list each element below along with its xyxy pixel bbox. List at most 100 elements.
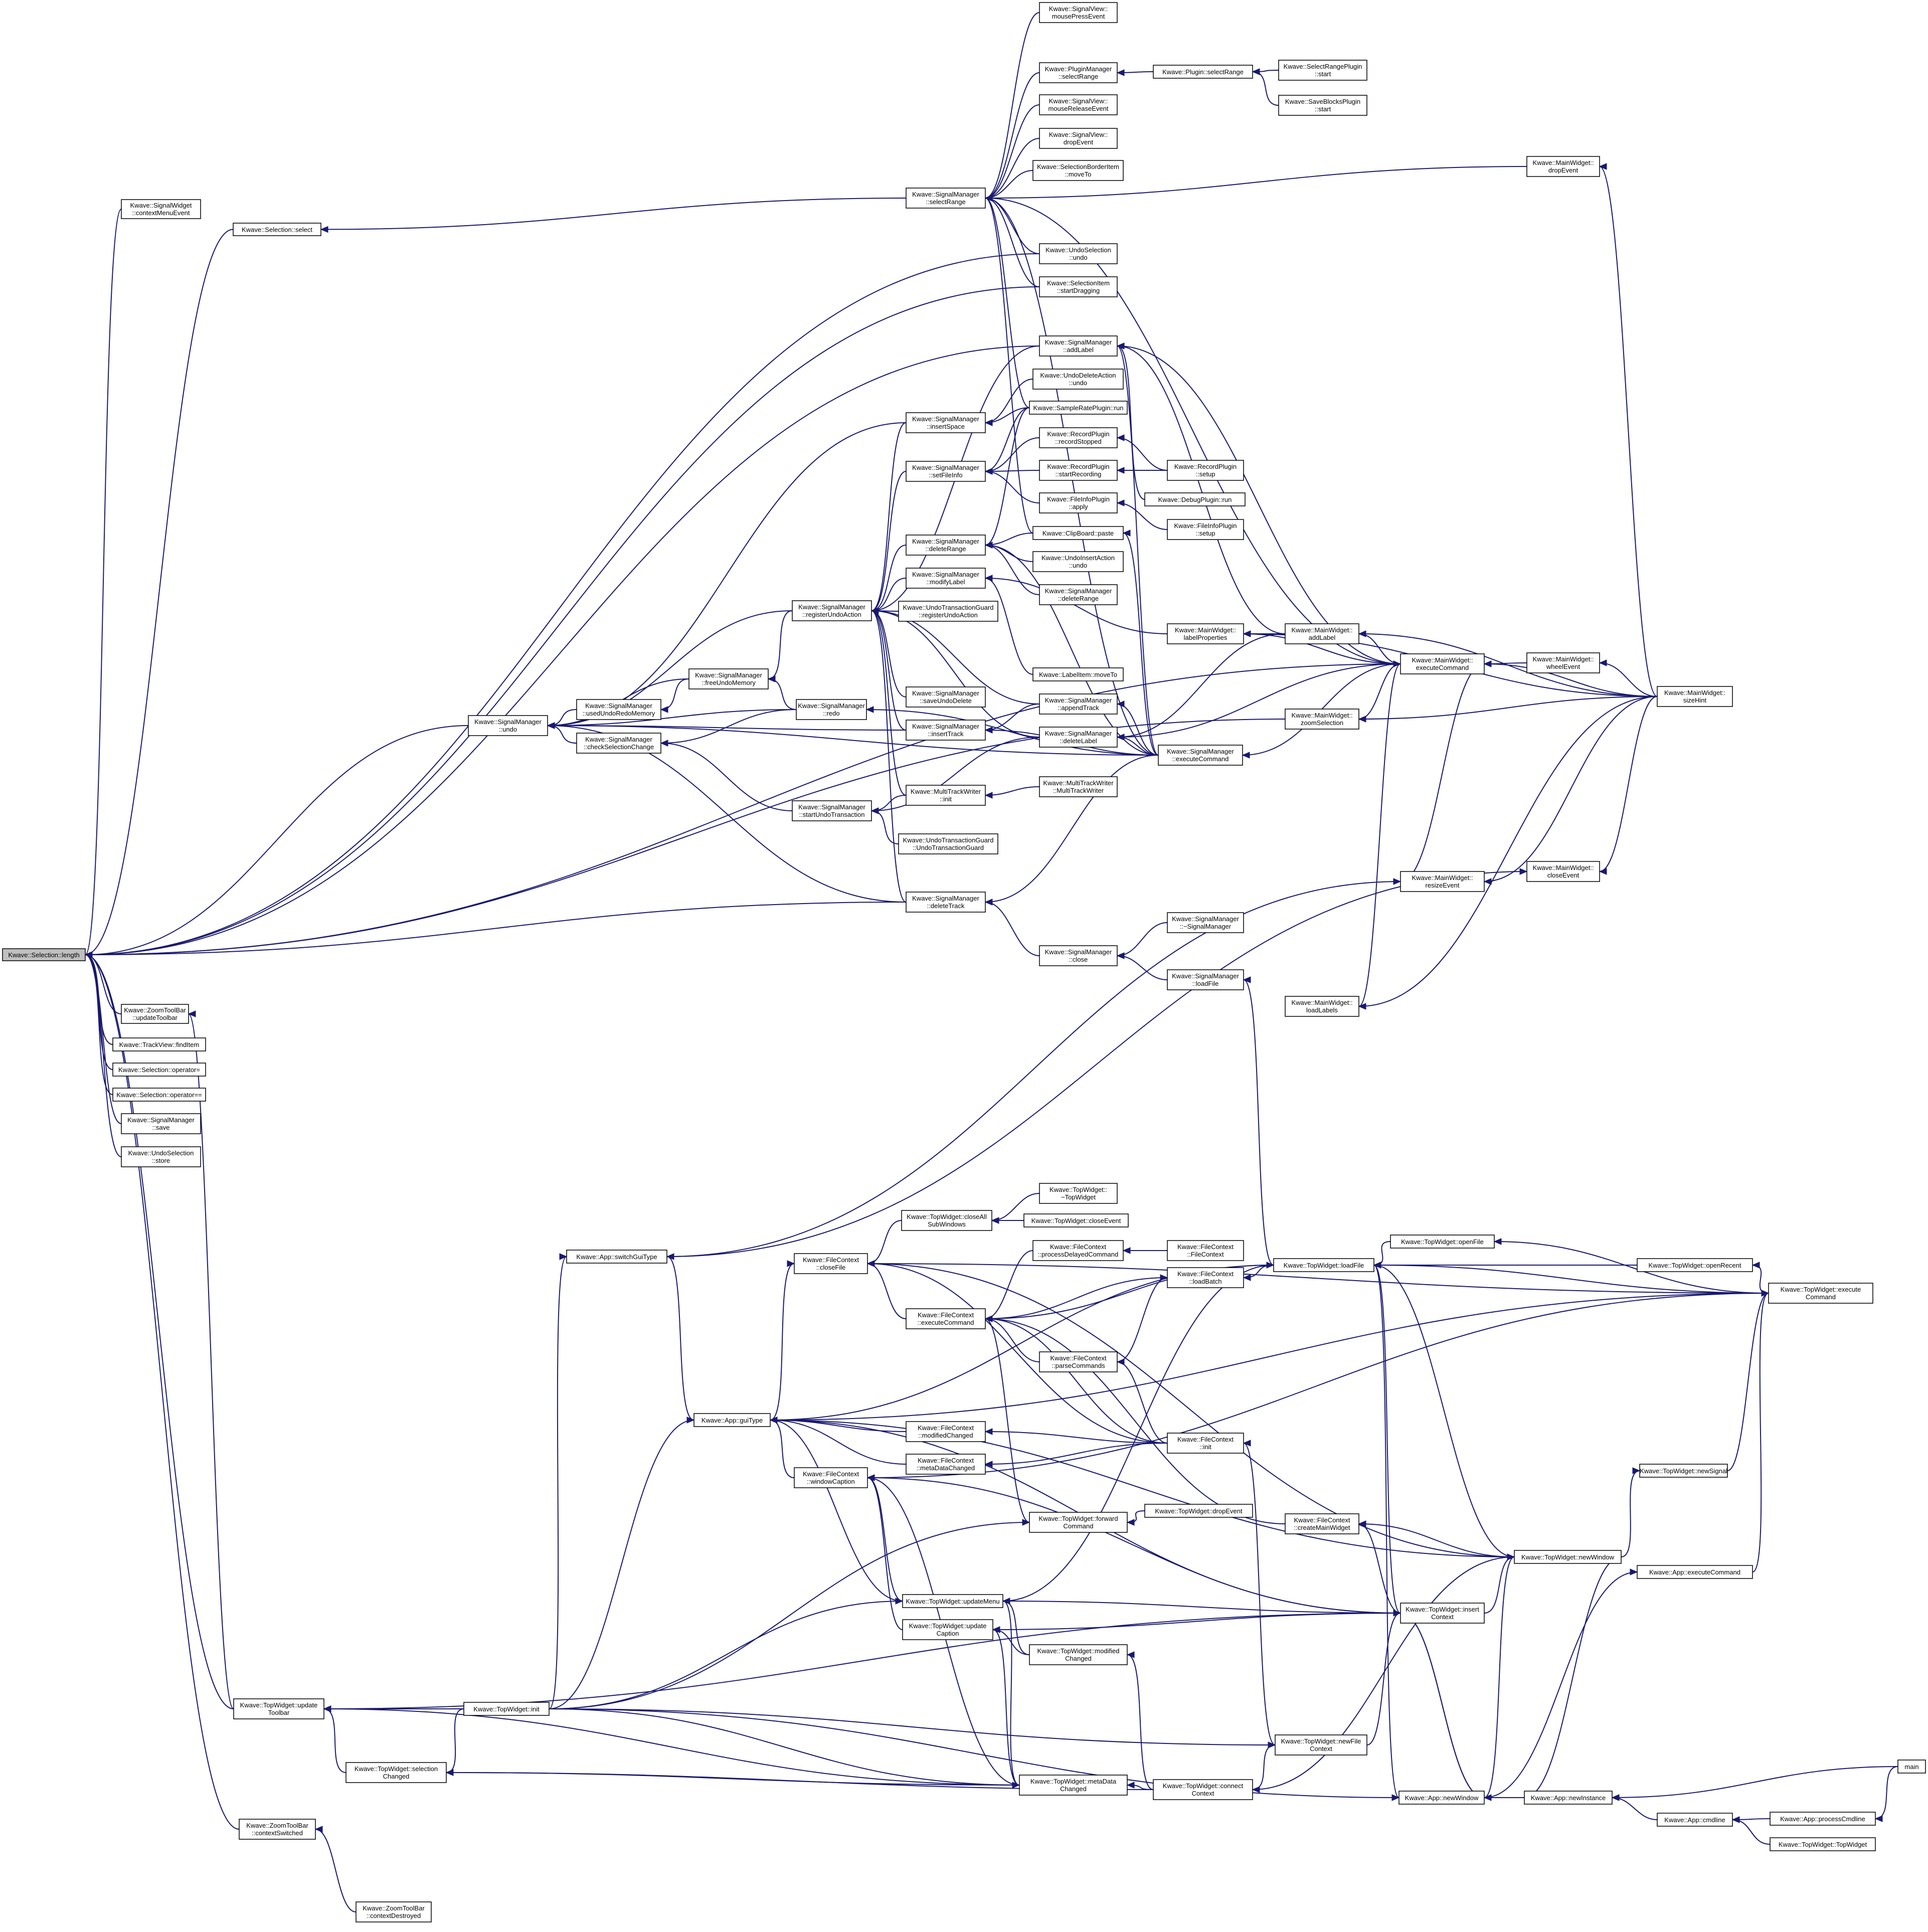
node-fc-parse-cmds[interactable]: Kwave::FileContext::parseCommands: [1039, 1351, 1118, 1372]
node-rec-setup[interactable]: Kwave::RecordPlugin::setup: [1167, 460, 1244, 481]
node-sample-rate-run[interactable]: Kwave::SampleRatePlugin::run: [1029, 401, 1128, 415]
node-root[interactable]: Kwave::Selection::length: [2, 948, 86, 961]
node-undo-sel-undo[interactable]: Kwave::UndoSelection::undo: [1039, 243, 1118, 264]
node-tw-init[interactable]: Kwave::TopWidget::init: [463, 1702, 550, 1716]
node-pm-select-range[interactable]: Kwave::PluginManager::selectRange: [1039, 62, 1118, 83]
node-label-item-move[interactable]: Kwave::LabelItem::moveTo: [1032, 667, 1124, 681]
node-mw-label-props[interactable]: Kwave::MainWidget::labelProperties: [1167, 623, 1244, 644]
node-sm-add-label[interactable]: Kwave::SignalManager::addLabel: [1039, 335, 1118, 357]
node-mw-drop-event[interactable]: Kwave::MainWidget::dropEvent: [1526, 156, 1600, 177]
node-sm-load-file[interactable]: Kwave::SignalManager::loadFile: [1167, 969, 1244, 990]
node-sv-mouse-press[interactable]: Kwave::SignalView::mousePressEvent: [1039, 2, 1118, 23]
node-tw-update-menu[interactable]: Kwave::TopWidget::updateMenu: [902, 1594, 1003, 1608]
node-app-gui-type[interactable]: Kwave::App::guiType: [693, 1413, 771, 1427]
node-mw-exec-cmd[interactable]: Kwave::MainWidget::executeCommand: [1400, 653, 1485, 674]
node-op-eq[interactable]: Kwave::Selection::operator==: [112, 1088, 206, 1102]
node-fc-modified[interactable]: Kwave::FileContext::modifiedChanged: [906, 1421, 986, 1442]
node-fc-close-file[interactable]: Kwave::FileContext::closeFile: [794, 1253, 868, 1274]
node-zoom-context-destroyed[interactable]: Kwave::ZoomToolBar::contextDestroyed: [356, 1901, 432, 1922]
node-fc-window-caption[interactable]: Kwave::FileContext::windowCaption: [794, 1467, 868, 1488]
node-sm-save-undo-delete[interactable]: Kwave::SignalManager::saveUndoDelete: [906, 686, 986, 708]
node-utg-register[interactable]: Kwave::UndoTransactionGuard::registerUnd…: [898, 601, 998, 622]
node-rec-start-recording[interactable]: Kwave::RecordPlugin::startRecording: [1039, 460, 1118, 481]
node-fc-create-main-widget[interactable]: Kwave::FileContext::createMainWidget: [1285, 1513, 1359, 1534]
node-tw-modified-changed[interactable]: Kwave::TopWidget::modifiedChanged: [1029, 1644, 1128, 1665]
node-fc-ctor[interactable]: Kwave::FileContext::FileContext: [1167, 1240, 1244, 1261]
node-sm-delete-track[interactable]: Kwave::SignalManager::deleteTrack: [906, 892, 986, 913]
node-sm-delete-range2[interactable]: Kwave::SignalManager::deleteRange: [1039, 584, 1118, 605]
node-save-blocks-start[interactable]: Kwave::SaveBlocksPlugin::start: [1278, 95, 1367, 116]
node-sm-modify-label[interactable]: Kwave::SignalManager::modifyLabel: [906, 568, 986, 589]
node-tw-ctor[interactable]: Kwave::TopWidget::TopWidget: [1770, 1837, 1876, 1851]
node-sm-insert-track[interactable]: Kwave::SignalManager::insertTrack: [906, 720, 986, 741]
node-sm-delete-range[interactable]: Kwave::SignalManager::deleteRange: [906, 535, 986, 556]
node-mw-zoom-sel[interactable]: Kwave::MainWidget::zoomSelection: [1285, 709, 1359, 730]
node-tw-update-toolbar[interactable]: Kwave::TopWidget::updateToolbar: [233, 1698, 324, 1719]
node-context-menu-event[interactable]: Kwave::SignalWidget::contextMenuEvent: [121, 199, 201, 219]
node-sm-exec-cmd[interactable]: Kwave::SignalManager::executeCommand: [1158, 745, 1243, 766]
node-si-start-drag[interactable]: Kwave::SelectionItem::startDragging: [1039, 276, 1118, 297]
node-find-item[interactable]: Kwave::TrackView::findItem: [112, 1037, 206, 1051]
node-sm-append-track[interactable]: Kwave::SignalManager::appendTrack: [1039, 693, 1118, 715]
node-undo-ins-act-undo[interactable]: Kwave::UndoInsertAction::undo: [1032, 551, 1124, 572]
node-plugin-select-range[interactable]: Kwave::Plugin::selectRange: [1153, 65, 1253, 79]
node-used-undo-redo[interactable]: Kwave::SignalManager::usedUndoRedoMemory: [576, 699, 661, 720]
node-app-new-instance[interactable]: Kwave::App::newInstance: [1524, 1791, 1613, 1805]
node-sm-insert-space[interactable]: Kwave::SignalManager::insertSpace: [906, 412, 986, 433]
node-app-switch-gui[interactable]: Kwave::App::switchGuiType: [566, 1250, 667, 1264]
node-sm-close[interactable]: Kwave::SignalManager::close: [1039, 945, 1118, 966]
node-sm-redo[interactable]: Kwave::SignalManager::redo: [796, 699, 867, 720]
node-fc-proc-delayed[interactable]: Kwave::FileContext::processDelayedComman…: [1032, 1240, 1124, 1261]
node-app-exec-cmd[interactable]: Kwave::App::executeCommand: [1637, 1565, 1753, 1579]
node-fi-apply[interactable]: Kwave::FileInfoPlugin::apply: [1039, 492, 1118, 513]
node-fc-init[interactable]: Kwave::FileContext::init: [1167, 1433, 1244, 1454]
node-fc-meta-data[interactable]: Kwave::FileContext::metaDataChanged: [906, 1454, 986, 1475]
node-sbi-move-to[interactable]: Kwave::SelectionBorderItem::moveTo: [1032, 160, 1124, 181]
node-start-undo-tx[interactable]: Kwave::SignalManager::startUndoTransacti…: [792, 800, 872, 821]
node-sv-drop[interactable]: Kwave::SignalView::dropEvent: [1039, 128, 1118, 149]
node-mw-wheel[interactable]: Kwave::MainWidget::wheelEvent: [1526, 652, 1600, 673]
node-mw-resize[interactable]: Kwave::MainWidget::resizeEvent: [1400, 871, 1485, 892]
node-fi-setup[interactable]: Kwave::FileInfoPlugin::setup: [1167, 519, 1244, 540]
node-tw-new-signal[interactable]: Kwave::TopWidget::newSignal: [1639, 1464, 1728, 1478]
node-debug-run[interactable]: Kwave::DebugPlugin::run: [1144, 492, 1246, 506]
node-tw-dtor[interactable]: Kwave::TopWidget::~TopWidget: [1039, 1183, 1118, 1204]
node-free-undo[interactable]: Kwave::SignalManager::freeUndoMemory: [688, 668, 769, 689]
node-mw-size-hint[interactable]: Kwave::MainWidget::sizeHint: [1657, 686, 1733, 707]
node-tw-meta-data-changed[interactable]: Kwave::TopWidget::metaDataChanged: [1019, 1775, 1128, 1796]
node-sel-range-start[interactable]: Kwave::SelectRangePlugin::start: [1278, 60, 1367, 81]
node-main[interactable]: main: [1897, 1760, 1926, 1774]
node-mtw-init[interactable]: Kwave::MultiTrackWriter::init: [906, 785, 986, 806]
node-tw-load-file[interactable]: Kwave::TopWidget::loadFile: [1273, 1258, 1374, 1272]
node-register-undo[interactable]: Kwave::SignalManager::registerUndoAction: [792, 600, 872, 621]
node-sm-set-file-info[interactable]: Kwave::SignalManager::setFileInfo: [906, 461, 986, 482]
node-check-sel-change[interactable]: Kwave::SignalManager::checkSelectionChan…: [576, 733, 661, 754]
node-utg-ctor[interactable]: Kwave::UndoTransactionGuard::UndoTransac…: [898, 833, 998, 854]
node-tw-open-file[interactable]: Kwave::TopWidget::openFile: [1390, 1235, 1495, 1249]
node-fc-exec-cmd[interactable]: Kwave::FileContext::executeCommand: [906, 1308, 986, 1329]
node-tw-drop-event[interactable]: Kwave::TopWidget::dropEvent: [1144, 1504, 1253, 1518]
node-app-cmdline[interactable]: Kwave::App::cmdline: [1657, 1813, 1733, 1827]
node-mw-add-label[interactable]: Kwave::MainWidget::addLabel: [1285, 623, 1359, 644]
node-zoom-update-toolbar[interactable]: Kwave::ZoomToolBar::updateToolbar: [121, 1004, 189, 1024]
node-mw-close-event[interactable]: Kwave::MainWidget::closeEvent: [1526, 861, 1600, 882]
node-fc-load-batch[interactable]: Kwave::FileContext::loadBatch: [1167, 1267, 1244, 1288]
node-undo-sel-store[interactable]: Kwave::UndoSelection::store: [121, 1146, 201, 1167]
node-op-assign[interactable]: Kwave::Selection::operator=: [112, 1063, 206, 1077]
node-sel-select[interactable]: Kwave::Selection::select: [233, 223, 321, 236]
node-clip-paste[interactable]: Kwave::ClipBoard::paste: [1032, 526, 1124, 540]
node-sm-undo[interactable]: Kwave::SignalManager::undo: [468, 715, 548, 736]
node-tw-close-event[interactable]: Kwave::TopWidget::closeEvent: [1023, 1213, 1129, 1227]
node-tw-open-recent[interactable]: Kwave::TopWidget::openRecent: [1637, 1258, 1753, 1272]
node-mtw-ctor[interactable]: Kwave::MultiTrackWriter::MultiTrackWrite…: [1039, 776, 1118, 797]
node-sv-mouse-release[interactable]: Kwave::SignalView::mouseReleaseEvent: [1039, 94, 1118, 115]
node-sm-select-range[interactable]: Kwave::SignalManager::selectRange: [906, 188, 986, 209]
node-undo-del-act-undo[interactable]: Kwave::UndoDeleteAction::undo: [1032, 369, 1124, 390]
